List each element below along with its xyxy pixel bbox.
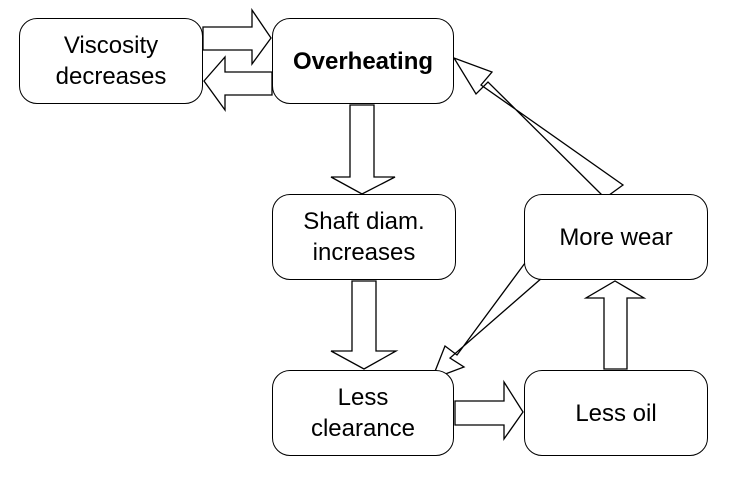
node-less-clearance: Less clearance	[272, 370, 454, 456]
node-text-line: More wear	[559, 223, 673, 251]
node-viscosity-decreases: Viscosity decreases	[19, 18, 203, 104]
arrow-viscosity-to-overheating	[202, 7, 272, 66]
arrow-overheating-to-viscosity	[203, 55, 273, 113]
node-text-line: Less oil	[575, 399, 657, 427]
node-text-line: Less	[337, 384, 389, 411]
arrow-morewear-to-clearance	[430, 262, 545, 381]
node-overheating: Overheating	[272, 18, 454, 104]
node-less-oil: Less oil	[524, 370, 708, 456]
node-text-line: Overheating	[292, 47, 434, 75]
node-shaft-diam-increases: Shaft diam. increases	[272, 194, 456, 280]
arrow-lessoil-to-morewear	[583, 280, 647, 370]
node-more-wear: More wear	[524, 194, 708, 280]
arrow-shaft-to-clearance	[330, 280, 399, 370]
arrow-clearance-to-lessoil	[454, 379, 524, 442]
arrow-overheating-to-shaft	[330, 104, 396, 195]
node-text-line: clearance	[310, 415, 416, 442]
node-text-line: decreases	[55, 63, 167, 90]
node-text-line: Shaft diam.	[303, 208, 425, 235]
node-text-line: increases	[312, 239, 416, 266]
arrow-morewear-to-overheating	[452, 56, 625, 199]
node-text-line: Viscosity	[63, 32, 159, 59]
